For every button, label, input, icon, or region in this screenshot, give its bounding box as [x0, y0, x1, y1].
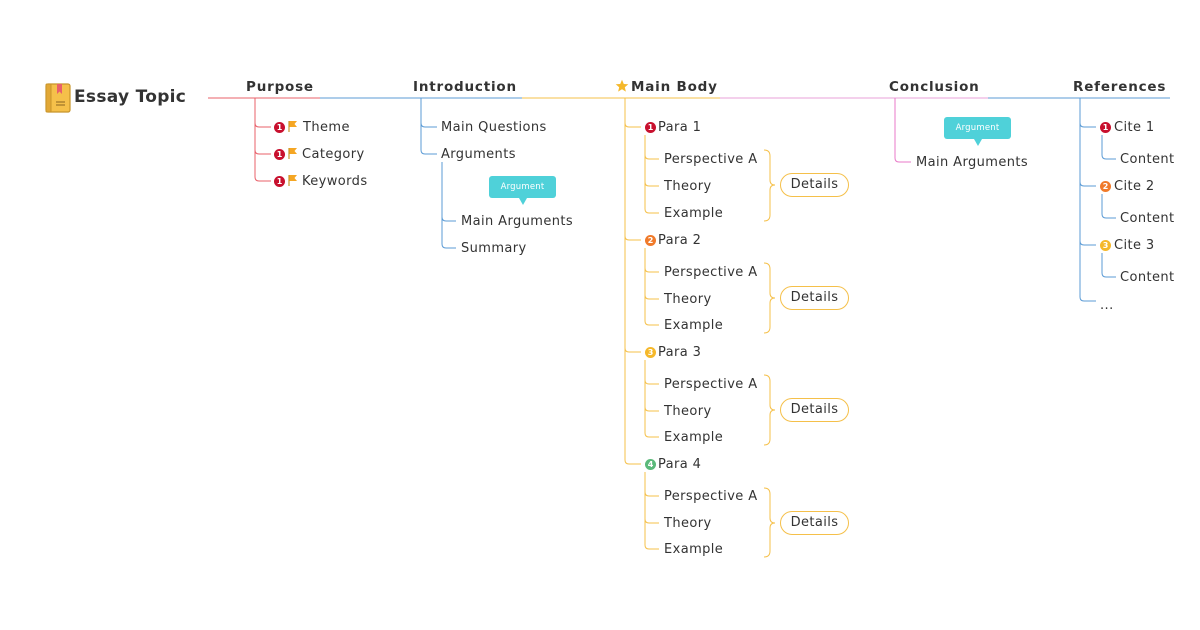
para-4-example[interactable]: Example [664, 542, 724, 557]
para-1-perspective[interactable]: Perspective A [664, 152, 758, 167]
branch-purpose[interactable]: Purpose [246, 79, 314, 95]
para-3-example[interactable]: Example [664, 430, 724, 445]
intro-sub-summary[interactable]: Summary [461, 241, 527, 256]
branch-conclusion[interactable]: Conclusion [889, 79, 980, 95]
intro-item-arguments[interactable]: Arguments [441, 147, 516, 162]
para-1-details[interactable]: Details [780, 173, 849, 197]
priority-1-icon: 1 [274, 149, 285, 160]
branch-main-body[interactable]: Main Body [631, 79, 718, 95]
cite-1[interactable]: Cite 1 [1114, 120, 1155, 135]
para-2-theory[interactable]: Theory [664, 292, 712, 307]
para-3-perspective[interactable]: Perspective A [664, 377, 758, 392]
cite-2[interactable]: Cite 2 [1114, 179, 1155, 194]
priority-1-icon: 1 [645, 122, 656, 133]
argument-callout[interactable]: Argument [489, 176, 556, 205]
para-4-perspective[interactable]: Perspective A [664, 489, 758, 504]
para-1[interactable]: Para 1 [658, 120, 702, 135]
priority-2-icon: 2 [645, 235, 656, 246]
cite-1-content[interactable]: Content [1120, 152, 1175, 167]
para-4[interactable]: Para 4 [658, 457, 702, 472]
para-1-theory[interactable]: Theory [664, 179, 712, 194]
cite-2-content[interactable]: Content [1120, 211, 1175, 226]
argument-callout[interactable]: Argument [944, 117, 1011, 146]
purpose-item-category[interactable]: Category [302, 147, 365, 162]
para-3-theory[interactable]: Theory [664, 404, 712, 419]
priority-3-icon: 3 [1100, 240, 1111, 251]
cite-3-content[interactable]: Content [1120, 270, 1175, 285]
para-3[interactable]: Para 3 [658, 345, 702, 360]
priority-1-icon: 1 [274, 122, 285, 133]
conclusion-item-main-arguments[interactable]: Main Arguments [916, 155, 1029, 170]
para-1-example[interactable]: Example [664, 206, 724, 221]
purpose-item-keywords[interactable]: Keywords [302, 174, 368, 189]
para-3-details[interactable]: Details [780, 398, 849, 422]
purpose-item-theme[interactable]: Theme [303, 120, 350, 135]
intro-sub-main-arguments[interactable]: Main Arguments [461, 214, 574, 229]
intro-item-main-questions[interactable]: Main Questions [441, 120, 547, 135]
priority-3-icon: 3 [645, 347, 656, 358]
priority-2-icon: 2 [1100, 181, 1111, 192]
priority-4-icon: 4 [645, 459, 656, 470]
para-2-perspective[interactable]: Perspective A [664, 265, 758, 280]
para-4-theory[interactable]: Theory [664, 516, 712, 531]
priority-1-icon: 1 [1100, 122, 1111, 133]
branch-introduction[interactable]: Introduction [413, 79, 517, 95]
central-topic[interactable]: Essay Topic [74, 87, 187, 107]
cite-3[interactable]: Cite 3 [1114, 238, 1155, 253]
para-4-details[interactable]: Details [780, 511, 849, 535]
para-2-details[interactable]: Details [780, 286, 849, 310]
references-more[interactable]: ... [1100, 298, 1114, 313]
para-2[interactable]: Para 2 [658, 233, 702, 248]
branch-references[interactable]: References [1073, 79, 1167, 95]
priority-1-icon: 1 [274, 176, 285, 187]
para-2-example[interactable]: Example [664, 318, 724, 333]
